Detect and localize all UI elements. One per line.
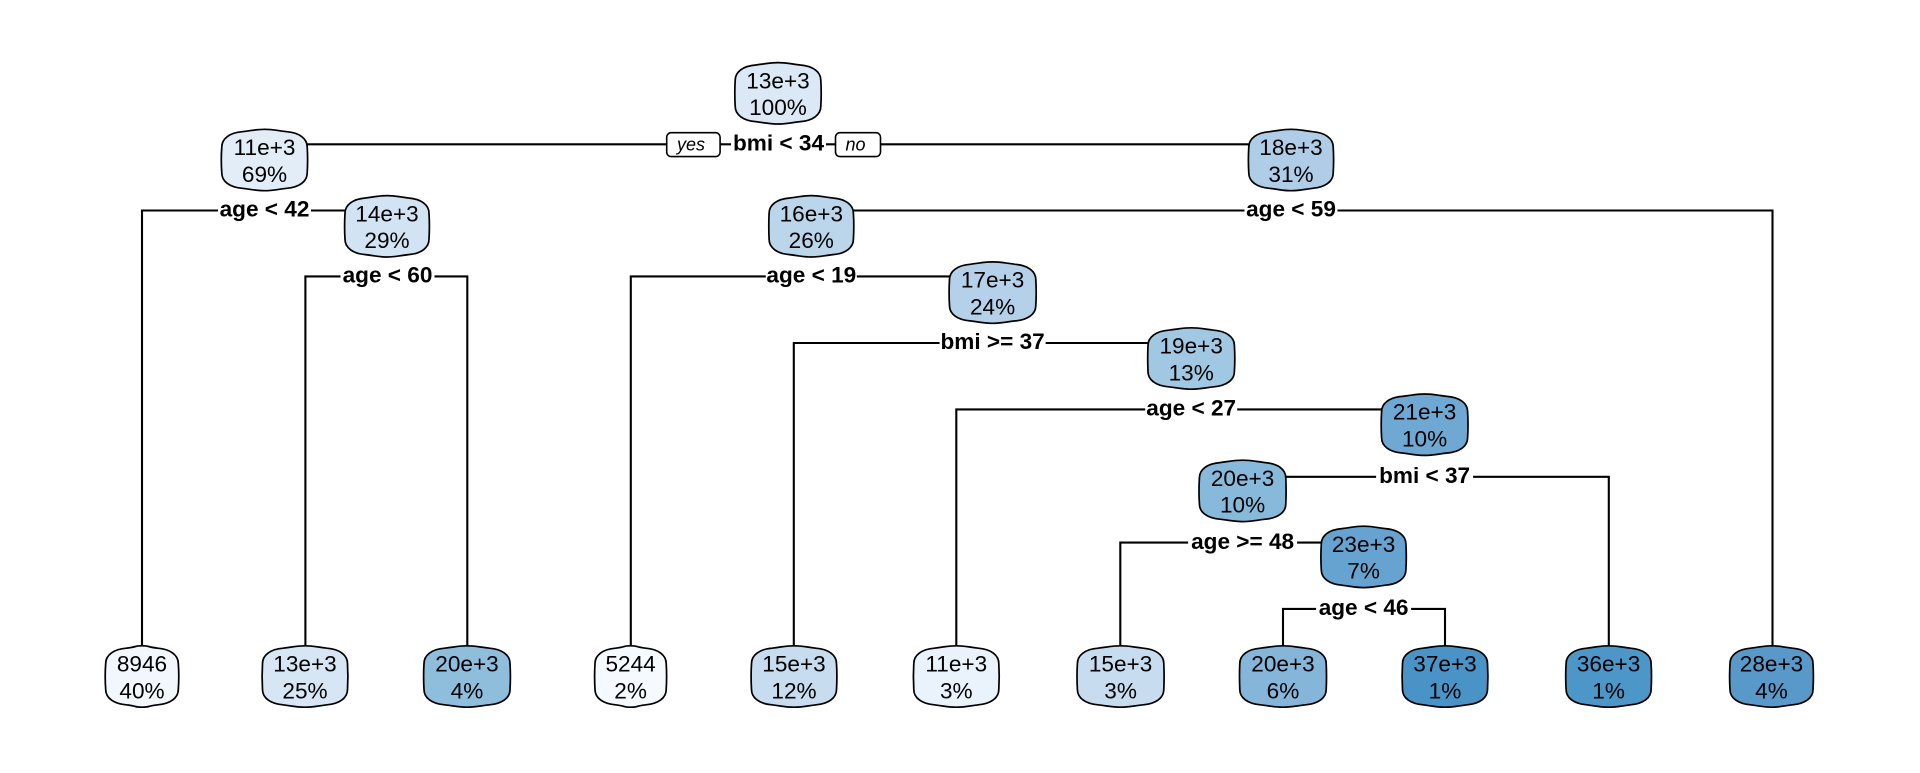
svg-text:13%: 13% xyxy=(1169,360,1214,385)
svg-text:11e+3: 11e+3 xyxy=(234,135,296,160)
svg-text:bmi < 37: bmi < 37 xyxy=(1379,463,1470,488)
svg-text:19e+3: 19e+3 xyxy=(1159,334,1222,359)
svg-text:26%: 26% xyxy=(789,228,834,253)
svg-text:40%: 40% xyxy=(119,678,164,703)
svg-text:age < 42: age < 42 xyxy=(220,197,310,222)
svg-text:24%: 24% xyxy=(970,294,1015,319)
svg-text:25%: 25% xyxy=(282,678,327,703)
svg-text:6%: 6% xyxy=(1267,678,1300,703)
svg-text:13e+3: 13e+3 xyxy=(273,652,336,677)
svg-text:8946: 8946 xyxy=(117,652,167,677)
svg-text:no: no xyxy=(845,134,865,154)
svg-text:20e+3: 20e+3 xyxy=(1211,466,1274,491)
svg-text:3%: 3% xyxy=(1104,678,1137,703)
svg-text:15e+3: 15e+3 xyxy=(1089,652,1152,677)
svg-text:23e+3: 23e+3 xyxy=(1332,532,1395,557)
svg-text:1%: 1% xyxy=(1429,678,1462,703)
svg-text:69%: 69% xyxy=(242,162,287,187)
svg-text:36e+3: 36e+3 xyxy=(1577,652,1640,677)
svg-text:7%: 7% xyxy=(1347,559,1380,584)
svg-text:4%: 4% xyxy=(1755,678,1788,703)
svg-text:5244: 5244 xyxy=(605,652,655,677)
svg-text:bmi >= 37: bmi >= 37 xyxy=(940,329,1044,354)
svg-text:28e+3: 28e+3 xyxy=(1740,652,1803,677)
svg-text:yes: yes xyxy=(675,134,705,154)
svg-text:37e+3: 37e+3 xyxy=(1413,652,1476,677)
svg-text:18e+3: 18e+3 xyxy=(1259,135,1322,160)
svg-text:15e+3: 15e+3 xyxy=(762,652,825,677)
svg-text:age < 27: age < 27 xyxy=(1146,396,1236,421)
svg-text:bmi < 34: bmi < 34 xyxy=(733,131,824,156)
svg-text:1%: 1% xyxy=(1592,678,1625,703)
svg-text:2%: 2% xyxy=(614,678,647,703)
svg-text:31%: 31% xyxy=(1268,162,1313,187)
svg-text:10%: 10% xyxy=(1402,427,1447,452)
svg-text:13e+3: 13e+3 xyxy=(746,68,809,93)
svg-text:age < 59: age < 59 xyxy=(1246,197,1336,222)
svg-text:age >= 48: age >= 48 xyxy=(1191,529,1294,554)
svg-text:10%: 10% xyxy=(1220,493,1265,518)
svg-text:3%: 3% xyxy=(940,678,973,703)
svg-text:14e+3: 14e+3 xyxy=(355,201,418,226)
svg-text:17e+3: 17e+3 xyxy=(961,268,1024,293)
svg-text:16e+3: 16e+3 xyxy=(780,201,843,226)
svg-text:29%: 29% xyxy=(364,228,409,253)
svg-text:21e+3: 21e+3 xyxy=(1393,400,1456,425)
svg-text:age < 60: age < 60 xyxy=(343,263,433,288)
svg-text:4%: 4% xyxy=(451,678,484,703)
svg-text:20e+3: 20e+3 xyxy=(435,652,498,677)
svg-text:20e+3: 20e+3 xyxy=(1251,652,1314,677)
svg-text:100%: 100% xyxy=(749,95,807,120)
svg-text:age < 46: age < 46 xyxy=(1319,595,1409,620)
svg-text:11e+3: 11e+3 xyxy=(925,652,987,677)
svg-text:age < 19: age < 19 xyxy=(766,263,856,288)
svg-text:12%: 12% xyxy=(771,678,816,703)
